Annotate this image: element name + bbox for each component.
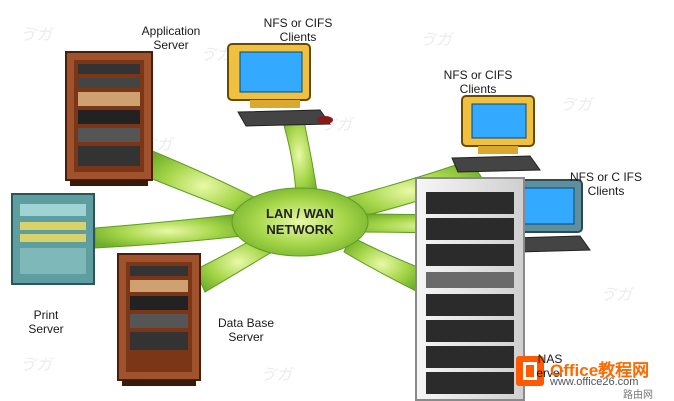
watermark: Office教程网 www.office26.com 路由网 [516,354,670,401]
nfs-client-3-label: NFS or C IFS Clients [569,170,642,198]
application-server [65,51,153,186]
watermark-sub: 路由网 [623,390,653,401]
watermark-brand: Office教程网 [550,361,650,380]
database-server-label: Data Base Server [217,316,275,344]
svg-text:ゔガ: ゔガ [600,285,634,304]
svg-text:ゔガ: ゔガ [200,45,234,64]
network-hub-label: LAN / WAN NETWORK [266,206,334,237]
office-logo [516,356,544,386]
arm-print-server [94,213,243,249]
database-server [117,253,201,386]
nfs-client-2 [451,95,541,173]
print-server [11,193,95,285]
svg-text:ゔガ: ゔガ [260,365,294,384]
nfs-client-3 [509,179,591,253]
nas-label: NAS erver [536,352,564,380]
nfs-client-2-label: NFS or CIFS Clients [443,68,513,96]
svg-text:ゔガ: ゔガ [420,30,454,49]
application-server-label: Application Server [141,24,201,52]
print-server-label: Print Server [28,308,64,336]
watermark-url: www.office26.com [550,376,639,388]
network-hub [231,187,369,257]
arm-nas [343,235,421,293]
svg-text:ゔガ: ゔガ [20,355,54,374]
nfs-client-1 [227,43,333,127]
nfs-client-1-label: NFS or CIFS Clients [263,16,333,44]
nas-rack [415,177,525,401]
svg-text:ゔガ: ゔガ [20,25,54,44]
svg-text:ゔガ: ゔガ [560,95,594,114]
